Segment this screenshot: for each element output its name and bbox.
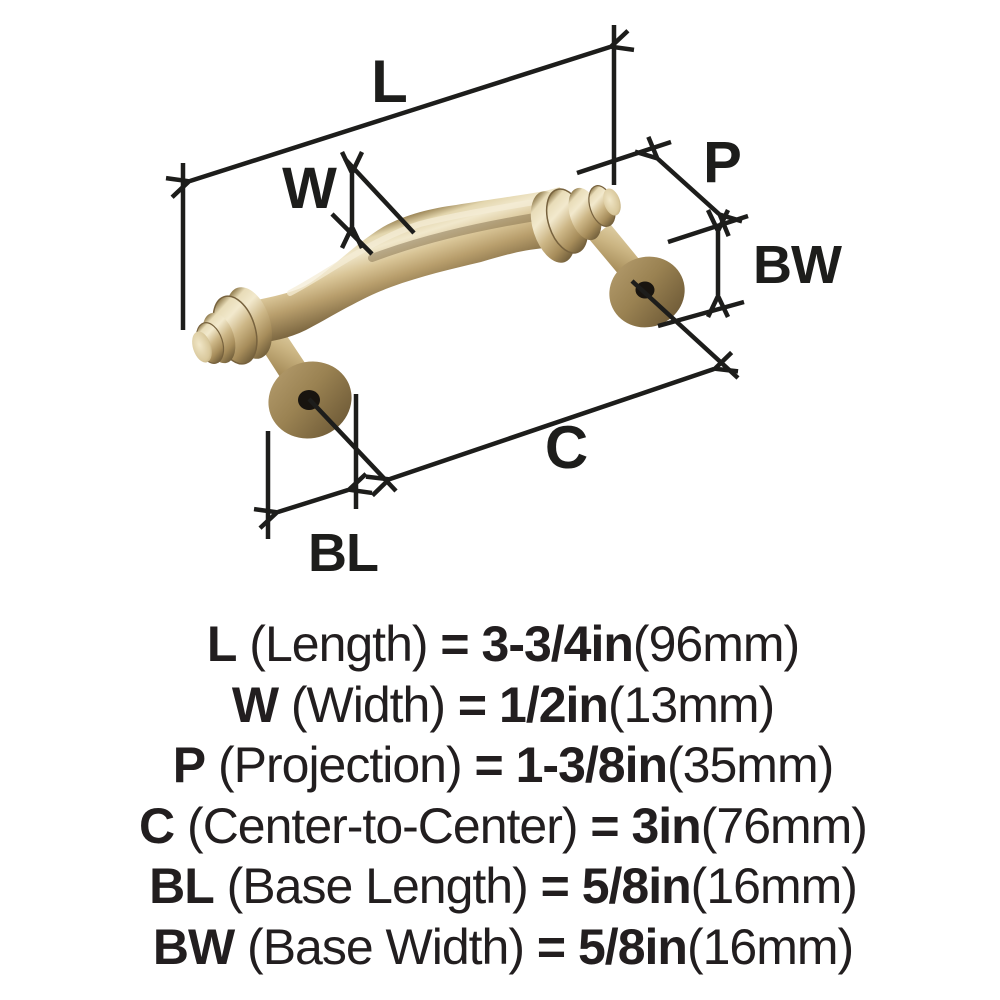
dim-L-arrow [190,47,610,181]
legend-metric: (76mm) [700,797,868,854]
legend-value: = 5/8in [536,918,688,975]
dim-W-ext-upper [343,157,416,235]
legend-line-BW: BW (Base Width) = 5/8in(16mm) [3,917,1000,978]
legend: L (Length) = 3-3/4in(96mm) W (Width) = 1… [3,614,1000,977]
dim-PBW-ext-mid [667,213,749,245]
legend-name: (Length) [236,616,441,672]
legend-value: = 3in [590,797,701,854]
legend-code: BW [152,918,235,975]
dim-C-arrow [390,369,714,479]
dimension-lines [183,25,749,539]
legend-line-W: W (Width) = 1/2in(13mm) [3,675,1000,736]
legend-code: L [206,616,238,672]
legend-metric: (16mm) [690,858,858,914]
legend-value: = 3-3/4in [440,616,633,672]
dim-BW-ext-lower [657,299,745,329]
dim-C-ext-right [630,279,740,380]
handle-bar-highlight [287,198,543,296]
legend-value: = 5/8in [540,858,692,914]
label-L: L [371,48,407,115]
handle-bar-reflection [368,213,539,262]
label-W: W [282,156,337,221]
legend-value: = 1-3/8in [474,737,668,793]
legend-code: P [172,737,206,793]
legend-line-C: C (Center-to-Center) = 3in(76mm) [3,796,1000,857]
legend-name: (Projection) [205,737,475,793]
legend-line-L: L (Length) = 3-3/4in(96mm) [3,614,1000,675]
left-end-cap [192,287,273,365]
left-end-face [192,331,212,363]
legend-line-BL: BL (Base Length) = 5/8in(16mm) [3,856,1000,917]
handle-bar [252,187,562,344]
legend-metric: (16mm) [686,918,854,975]
label-BL: BL [308,523,378,583]
dimension-labels: L W P BW C BL [282,48,843,583]
legend-name: (Center-to-Center) [174,797,591,854]
legend-name: (Width) [278,676,458,733]
legend-code: BL [149,858,215,914]
dim-P-ext-upper [576,139,672,176]
dim-BL-arrow [278,490,348,512]
legend-code: W [231,676,279,733]
legend-name: (Base Width) [234,918,537,975]
label-C: C [545,414,587,481]
handle-illustration [192,185,685,439]
label-BW: BW [753,235,842,295]
legend-code: C [139,797,175,854]
label-P: P [703,130,741,195]
legend-metric: (96mm) [632,616,800,672]
dim-C-ext-left [307,397,398,493]
legend-name: (Base Length) [213,858,541,914]
legend-line-P: P (Projection) = 1-3/8in(35mm) [3,735,1000,796]
dim-P-arrow [658,159,719,214]
legend-value: = 1/2in [457,676,609,733]
legend-metric: (35mm) [667,737,834,793]
legend-metric: (13mm) [607,676,775,733]
